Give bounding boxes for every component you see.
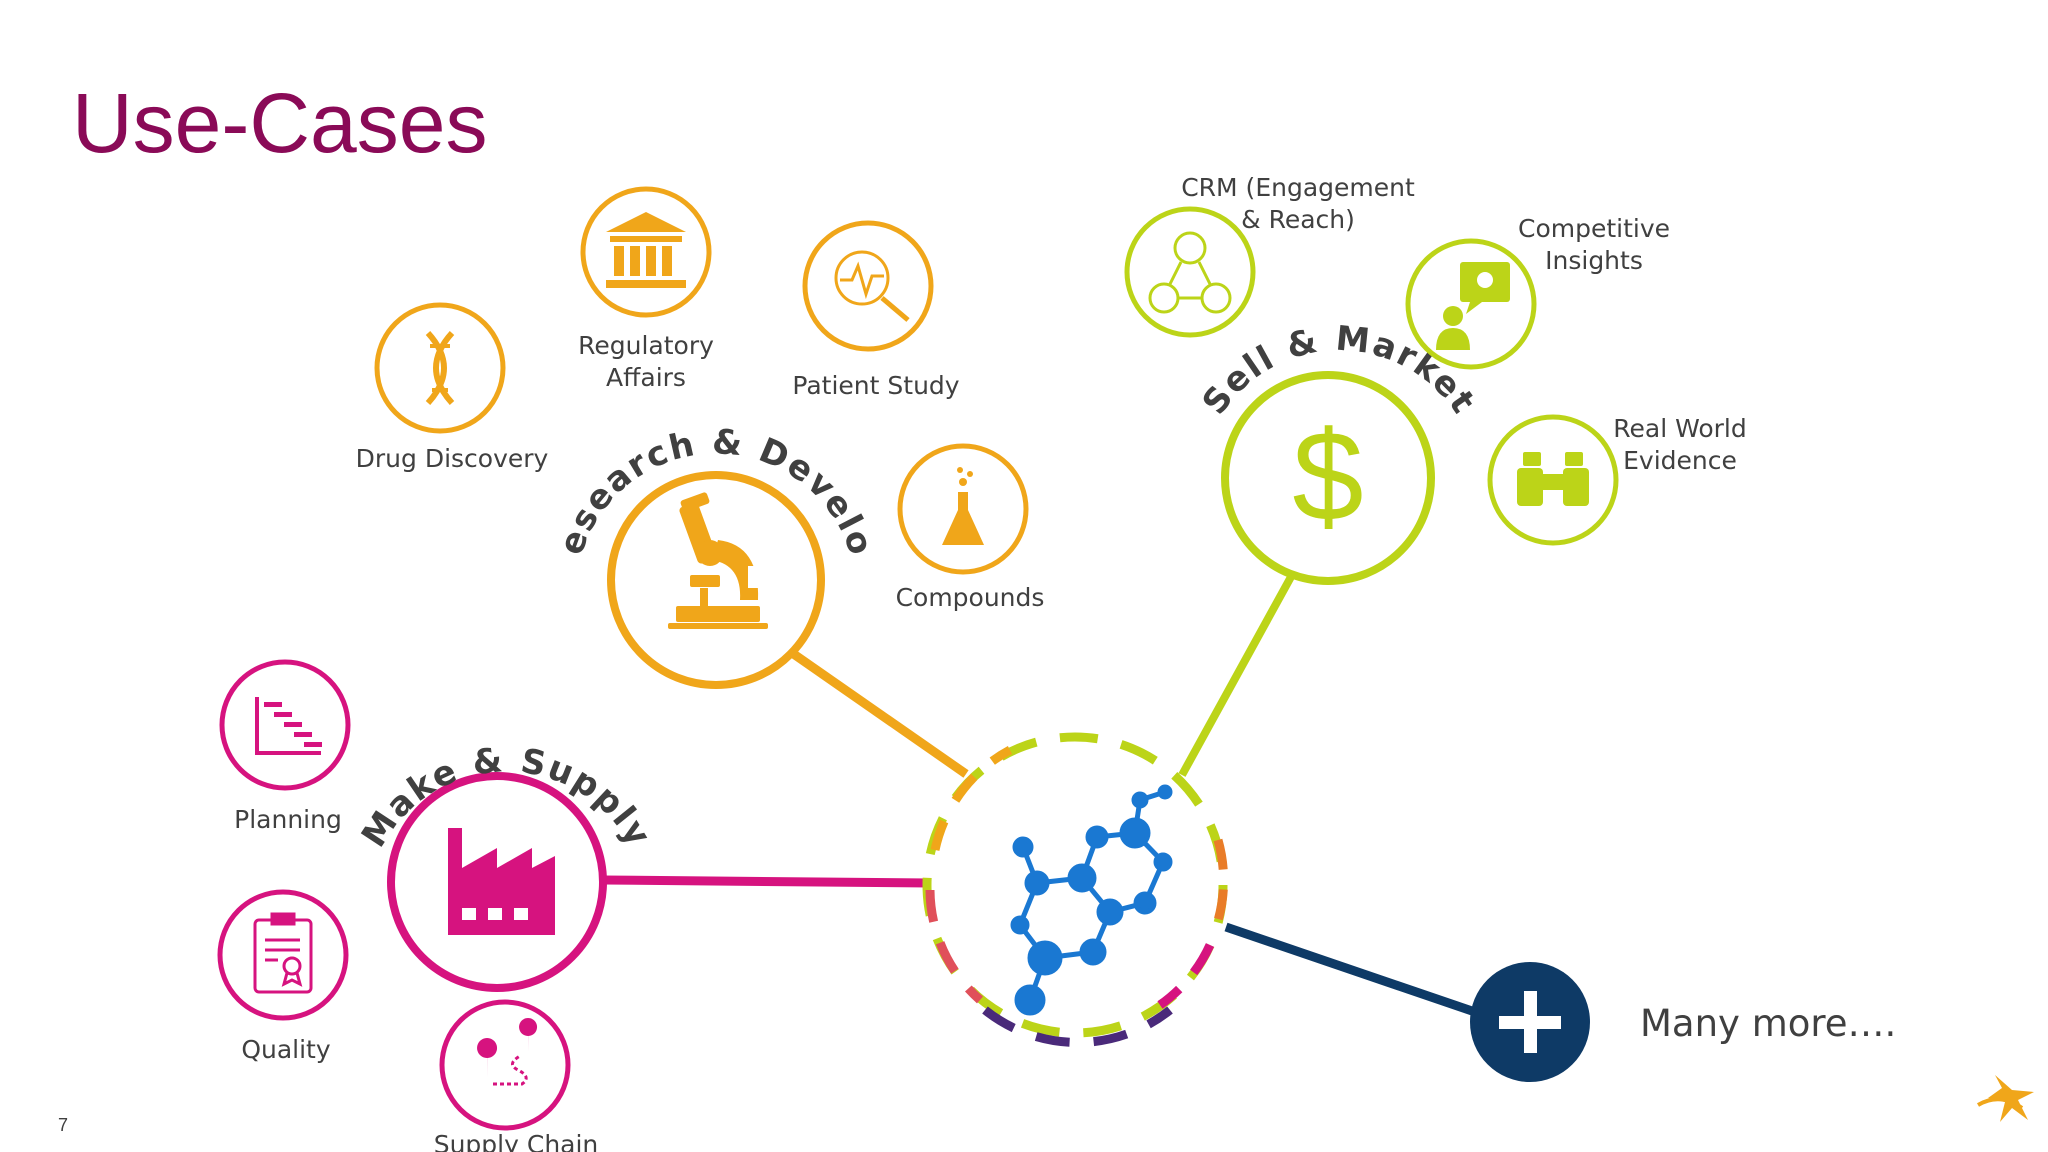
people-network-icon <box>1148 231 1232 314</box>
gantt-chart-icon <box>255 697 322 755</box>
certificate-clipboard-icon <box>253 912 313 994</box>
connector-research <box>782 644 969 778</box>
use-case-competitive-insights: Competitive Insights <box>1405 214 1670 370</box>
planning-label: Planning <box>234 805 342 834</box>
use-case-supply-chain: Supply Chain <box>434 999 599 1152</box>
use-case-planning: Planning <box>219 659 351 834</box>
binoculars-icon <box>1517 452 1589 506</box>
connector-sell <box>1178 573 1296 777</box>
use-case-compounds: Compounds <box>896 443 1045 612</box>
molecule-icon <box>1010 784 1173 1016</box>
company-logo-icon <box>1976 1075 2034 1122</box>
crm-label-line2: & Reach) <box>1241 205 1355 234</box>
regulatory-label-line2: Affairs <box>606 363 686 392</box>
compounds-label: Compounds <box>896 583 1045 612</box>
use-case-drug-discovery: Drug Discovery <box>356 302 549 473</box>
idea-presenter-icon <box>1436 262 1510 350</box>
center-dashed-ring <box>922 732 1229 1047</box>
microscope-icon <box>668 492 768 629</box>
dna-icon <box>425 330 455 406</box>
dollar-icon: $ <box>1292 405 1363 548</box>
many-more-label: Many more…. <box>1640 1002 1896 1045</box>
route-pins-icon <box>477 1018 538 1086</box>
page-title: Use-Cases <box>72 76 487 170</box>
building-icon <box>606 212 686 288</box>
use-case-quality: Quality <box>217 889 349 1064</box>
use-case-crm: CRM (Engagement & Reach) <box>1124 173 1415 338</box>
use-case-patient-study: Patient Study <box>792 220 960 400</box>
competitive-label-line2: Insights <box>1545 246 1643 275</box>
hub-many-more: Many more…. <box>1470 962 1896 1082</box>
rwe-label-line2: Evidence <box>1623 446 1737 475</box>
hub-make-supply: Make & Supply <box>354 740 657 992</box>
use-case-regulatory-affairs: Regulatory Affairs <box>578 186 714 392</box>
patient-study-label: Patient Study <box>792 371 959 400</box>
flask-icon <box>942 467 984 545</box>
crm-label-line1: CRM (Engagement <box>1181 173 1415 202</box>
plus-icon <box>1499 991 1561 1053</box>
supply-chain-label: Supply Chain <box>434 1130 599 1152</box>
quality-label: Quality <box>241 1035 331 1064</box>
page-number: 7 <box>58 1115 68 1135</box>
use-case-real-world-evidence: Real World Evidence <box>1487 414 1747 546</box>
regulatory-label-line1: Regulatory <box>578 331 714 360</box>
magnifier-heartbeat-icon <box>834 250 910 322</box>
connector-make <box>602 875 931 888</box>
factory-icon <box>448 828 555 935</box>
rwe-label-line1: Real World <box>1613 414 1746 443</box>
drug-discovery-label: Drug Discovery <box>356 444 549 473</box>
connector-more <box>1224 922 1477 1017</box>
competitive-label-line1: Competitive <box>1518 214 1670 243</box>
